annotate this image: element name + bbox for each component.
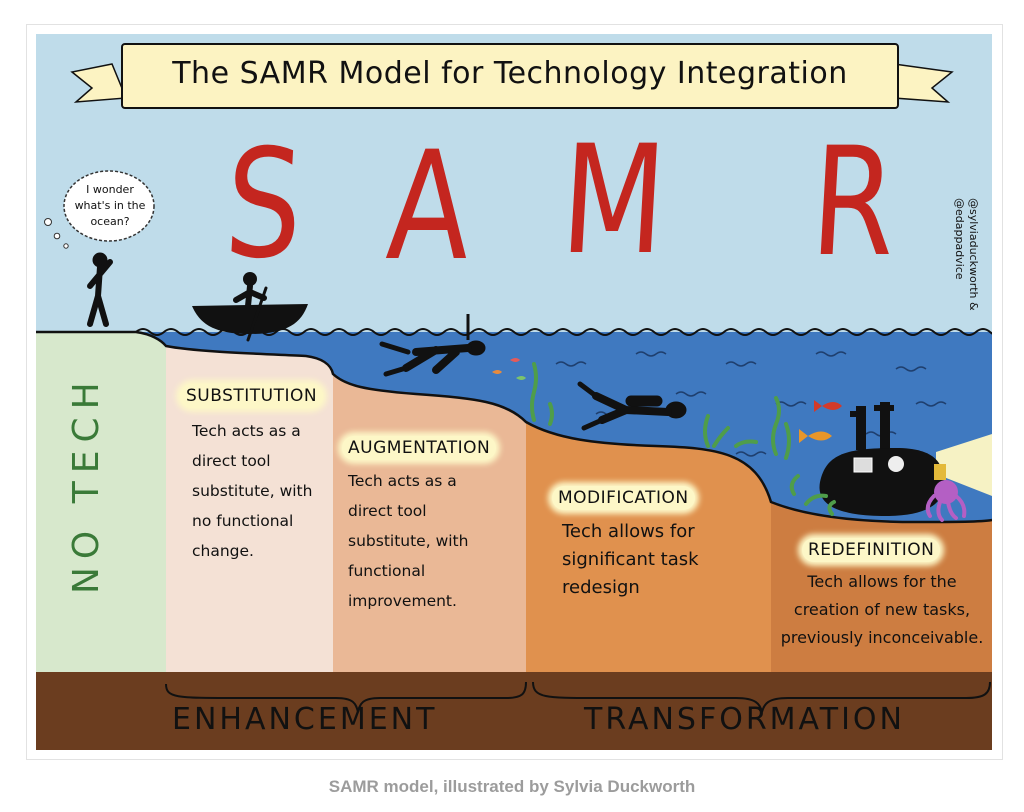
acronym-letter-s: S — [220, 118, 307, 292]
samr-illustration: The SAMR Model for Technology Integratio… — [36, 34, 992, 750]
acronym-letter-r: R — [806, 116, 901, 290]
scuba-diver — [577, 381, 687, 431]
sea-floor-outline — [36, 330, 992, 524]
redefinition-description: Tech allows for the creation of new task… — [780, 572, 984, 647]
substitution-description: Tech acts as a direct tool substitute, w… — [192, 422, 313, 560]
modification-description: Tech allows for significant task redesig… — [562, 521, 699, 598]
substitution-title: SUBSTITUTION — [180, 384, 324, 408]
octopus — [925, 480, 967, 522]
bubble-dot — [53, 232, 61, 240]
small-fish — [492, 370, 502, 374]
red-fish — [814, 400, 842, 412]
transformation-brace — [532, 681, 991, 713]
snorkeler — [379, 314, 486, 377]
banner-title: The SAMR Model for Technology Integratio… — [172, 56, 848, 91]
thought-bubble — [63, 170, 155, 242]
modification-title: MODIFICATION — [552, 486, 695, 510]
augmentation-description: Tech acts as a direct tool substitute, w… — [348, 472, 469, 610]
canoe — [192, 272, 308, 342]
no-tech-zone — [36, 332, 166, 672]
banner — [121, 43, 899, 109]
substitution-zone — [166, 346, 333, 672]
acronym-letter-m: M — [556, 114, 671, 288]
bubble-dot — [44, 218, 52, 226]
fish-group — [492, 358, 842, 443]
redefinition-title: REDEFINITION — [802, 538, 941, 562]
no-tech-label: NO TECH — [66, 374, 107, 594]
artist-credit: @sylviaduckworth & @edappadvice — [953, 198, 980, 311]
transformation-label: TRANSFORMATION — [584, 702, 905, 737]
image-caption: SAMR model, illustrated by Sylvia Duckwo… — [328, 777, 696, 796]
small-fish — [516, 376, 526, 380]
wave-line — [135, 328, 992, 336]
person-figure — [87, 252, 113, 327]
thought-bubble-text: I wonder what's in the ocean? — [74, 183, 146, 228]
acronym-letter-a: A — [382, 120, 475, 294]
enhancement-label: ENHANCEMENT — [172, 702, 438, 737]
seaweed — [530, 362, 836, 516]
enhancement-brace — [165, 681, 527, 713]
submarine — [819, 402, 992, 516]
bubble-dot — [63, 243, 69, 249]
headlight-beam — [936, 434, 992, 496]
orange-fish — [799, 429, 832, 443]
augmentation-title: AUGMENTATION — [342, 436, 497, 460]
modification-zone — [526, 422, 771, 672]
small-fish — [510, 358, 520, 362]
ground-band — [36, 672, 992, 750]
